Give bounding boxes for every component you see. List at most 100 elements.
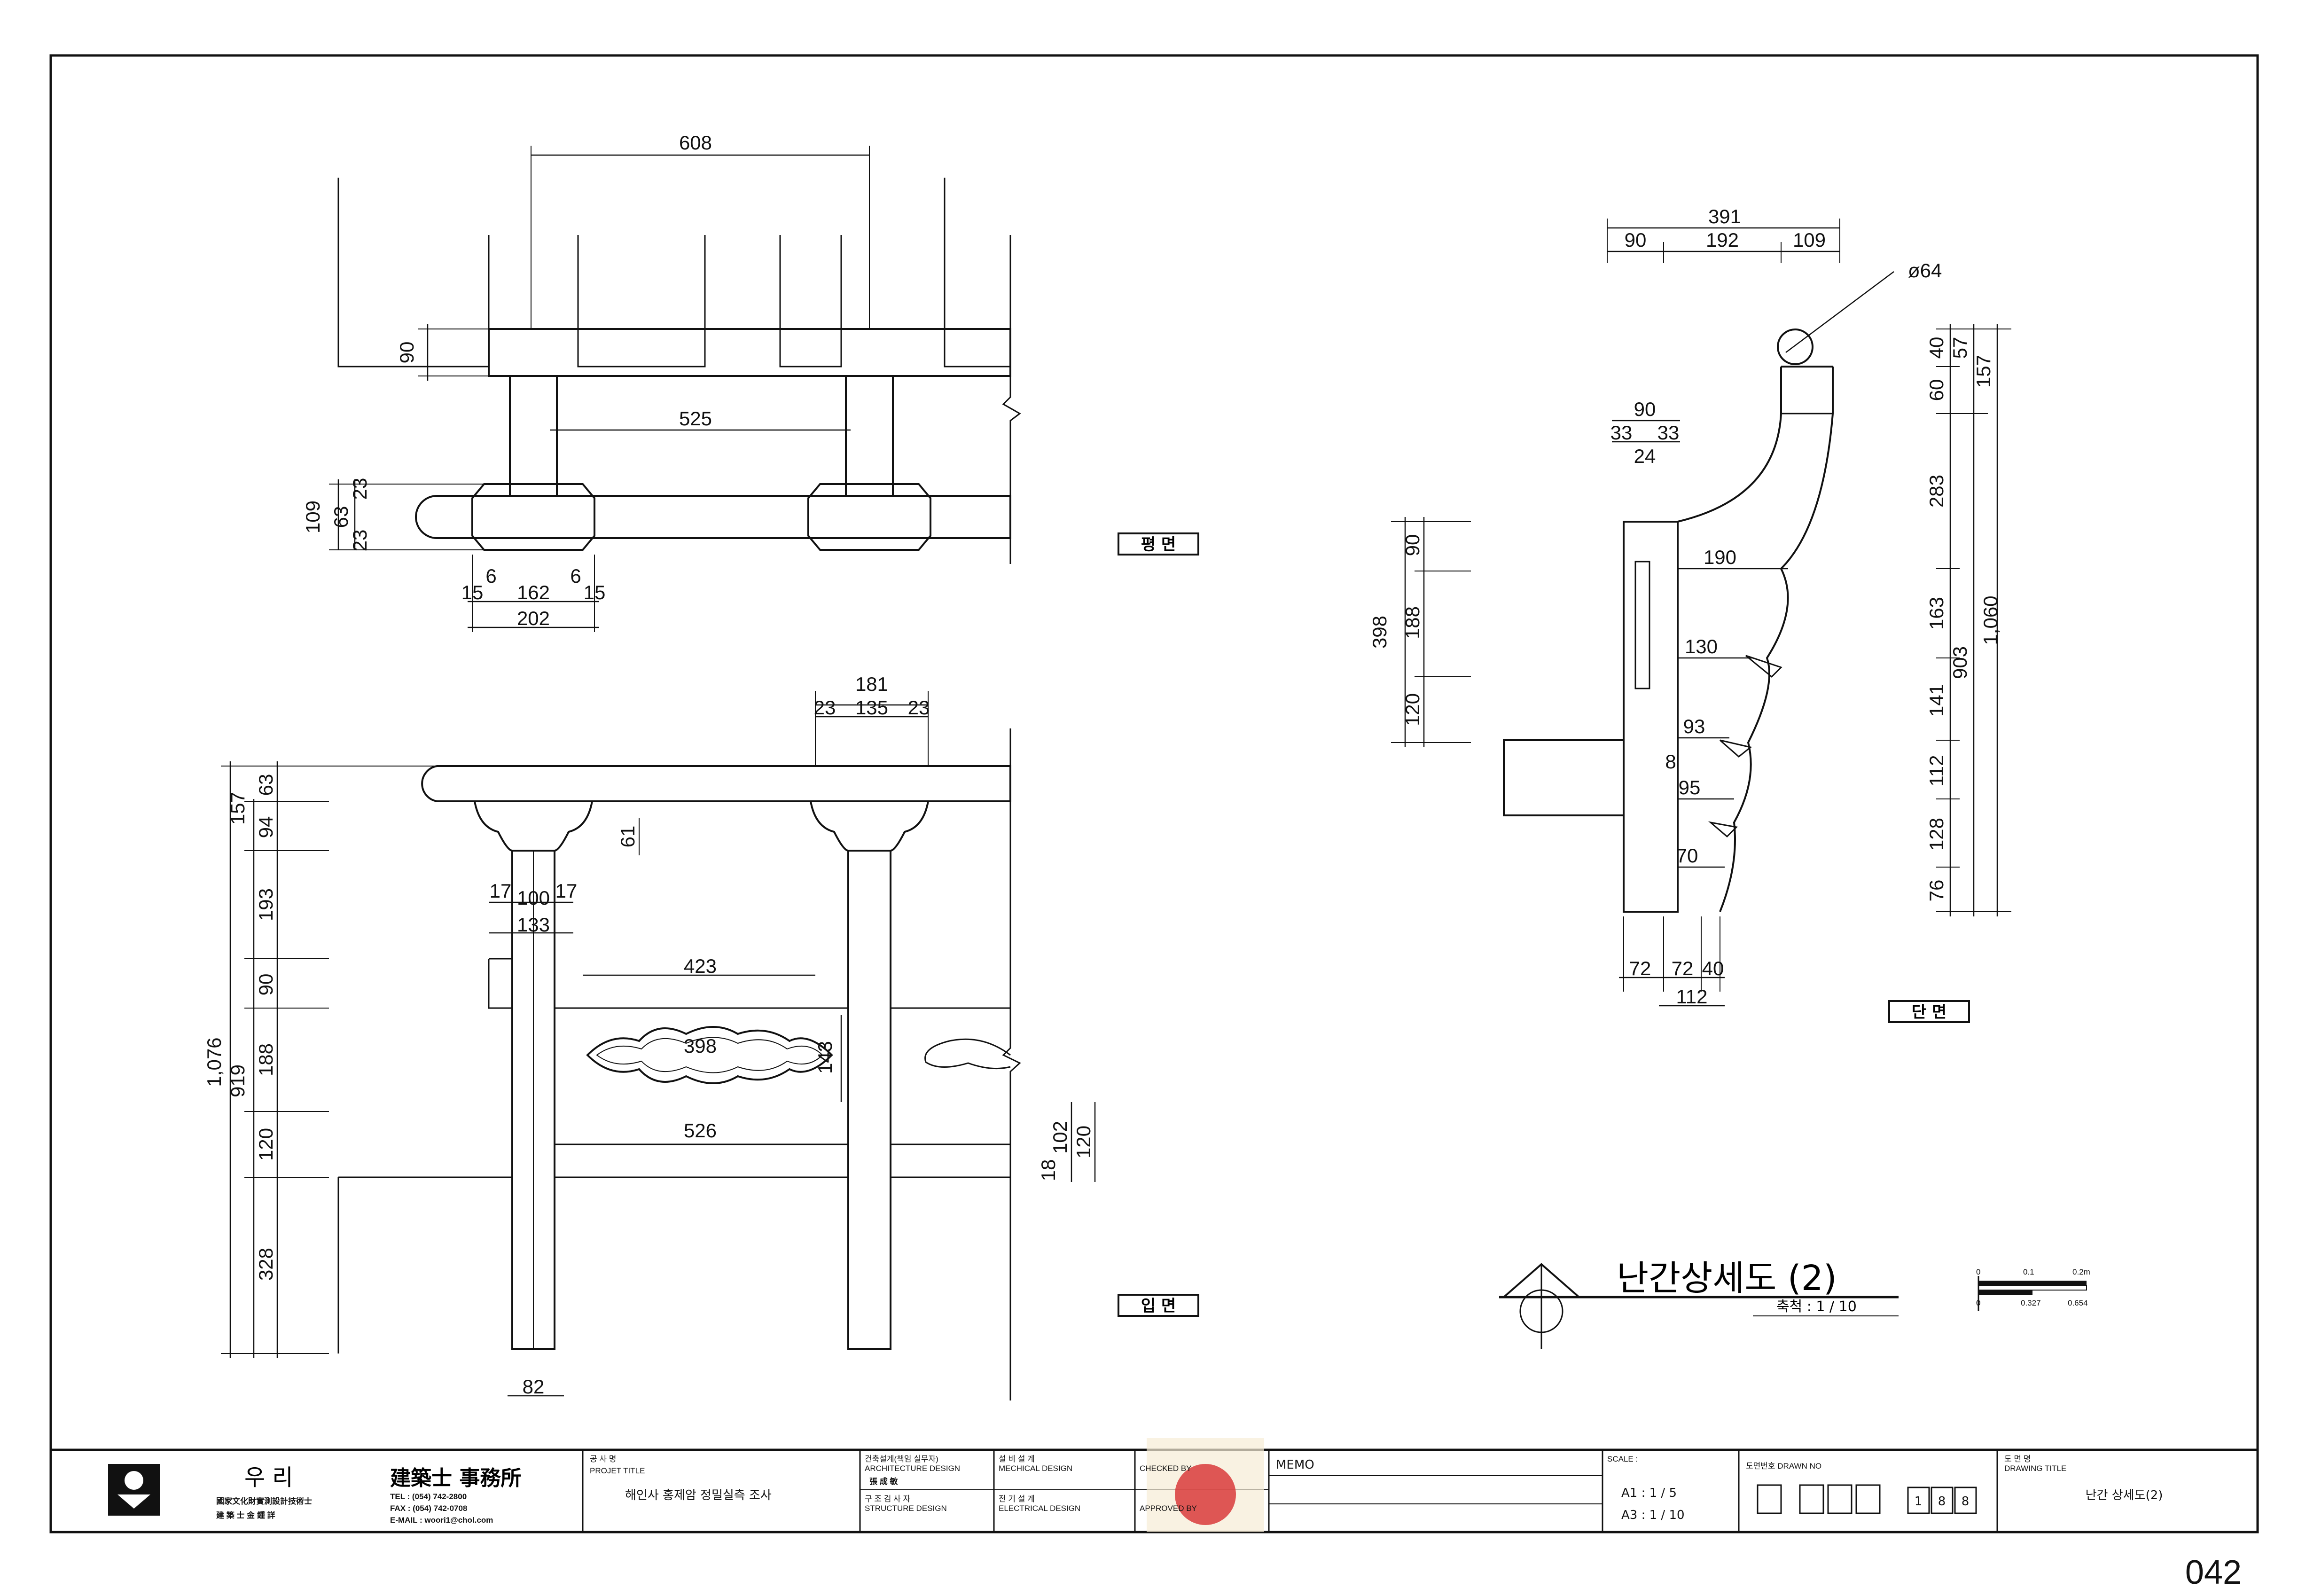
- firm-tel: TEL : (054) 742-2800: [390, 1492, 467, 1501]
- dim-23-a: 23: [814, 696, 836, 719]
- scale-bar-bottom-2: 0.654: [2068, 1299, 2088, 1307]
- dim-398: 398: [684, 1035, 717, 1057]
- arch-label-en: ARCHITECTURE DESIGN: [865, 1464, 960, 1473]
- dim-23-b: 23: [908, 696, 930, 719]
- dim-391: 391: [1708, 205, 1741, 227]
- dim-192: 192: [1706, 229, 1739, 251]
- dim-15-left: 15: [461, 581, 484, 603]
- scale-a3: A3 : 1 / 10: [1621, 1508, 1685, 1522]
- dim-135: 135: [855, 696, 888, 719]
- dim-40-right: 40: [1925, 337, 1947, 359]
- drawing-no-digit-1: 1: [1915, 1494, 1923, 1509]
- dim-33-a: 33: [1610, 422, 1633, 444]
- mech-label-kr: 설 비 설 계: [999, 1455, 1035, 1463]
- project-label-kr: 공 사 명: [590, 1455, 616, 1463]
- dim-17-a: 17: [490, 880, 512, 902]
- struct-label-en: STRUCTURE DESIGN: [865, 1504, 947, 1513]
- dim-8: 8: [1665, 751, 1676, 773]
- plan-view-label: 평 면: [1141, 535, 1176, 554]
- dim-23-top: 23: [349, 478, 371, 500]
- elevation-view-label: 입 면: [1141, 1297, 1176, 1315]
- firm-email: E-MAIL : woori1@chol.com: [390, 1516, 493, 1525]
- dim-157: 157: [227, 792, 249, 825]
- dim-328: 328: [255, 1248, 277, 1281]
- scale-bar-top-1: 0.1: [2023, 1267, 2034, 1276]
- dim-141: 141: [1925, 684, 1947, 717]
- dim-18: 18: [1037, 1159, 1059, 1181]
- dim-919: 919: [227, 1064, 249, 1097]
- dim-76: 76: [1925, 880, 1947, 902]
- mech-label-en: MECHICAL DESIGN: [999, 1464, 1072, 1473]
- scale-a1: A1 : 1 / 5: [1621, 1486, 1677, 1500]
- dim-60: 60: [1925, 379, 1947, 401]
- project-title: 해인사 홍제암 정밀실측 조사: [625, 1488, 772, 1502]
- firm-name: 우 리: [244, 1464, 293, 1491]
- dim-283: 283: [1925, 475, 1947, 508]
- drawing-title-label-en: DRAWING TITLE: [2004, 1464, 2066, 1473]
- arch-label-kr: 건축설계(책임 실무자): [865, 1455, 938, 1463]
- dim-162: 162: [517, 581, 550, 603]
- dim-93: 93: [1683, 715, 1705, 737]
- scale-bar-bottom-1: 0.327: [2021, 1299, 2041, 1307]
- dim-112-right: 112: [1925, 755, 1947, 787]
- dim-193: 193: [255, 888, 277, 921]
- dim-526: 526: [684, 1119, 717, 1142]
- dim-525: 525: [679, 407, 712, 430]
- drawing-no-digit-3: 8: [1962, 1494, 1970, 1509]
- dim-90-top: 90: [1625, 229, 1647, 251]
- dim-17-b: 17: [555, 880, 578, 902]
- dim-202: 202: [517, 607, 550, 629]
- scale-bar-bottom-0: 0: [1976, 1299, 1980, 1307]
- dim-608: 608: [679, 132, 712, 154]
- seal-stamp: [1175, 1464, 1236, 1525]
- dim-63: 63: [255, 774, 277, 796]
- dim-72-b: 72: [1672, 957, 1694, 979]
- dim-24: 24: [1634, 445, 1656, 467]
- dim-163: 163: [1925, 597, 1947, 630]
- dim-100: 100: [517, 887, 550, 909]
- elevation-view: [221, 691, 1096, 1400]
- firm-line-2: 建 築 士 金 鍾 詳: [216, 1510, 275, 1520]
- dim-120-vertical: 120: [1401, 693, 1423, 726]
- dim-95: 95: [1679, 776, 1701, 798]
- title-block: [51, 1438, 2258, 1532]
- dim-70: 70: [1676, 845, 1698, 867]
- drawing-title-label-kr: 도 면 명: [2004, 1455, 2031, 1463]
- memo-label: MEMO: [1276, 1458, 1314, 1472]
- scale-bar-top-0: 0: [1976, 1267, 1980, 1276]
- dim-94: 94: [255, 816, 277, 838]
- drawing-scale: 축척 : 1 / 10: [1776, 1299, 1857, 1315]
- drawing-title-value: 난간 상세도(2): [2086, 1488, 2163, 1502]
- firm-fax: FAX : (054) 742-0708: [390, 1504, 467, 1513]
- dim-157-section: 157: [1972, 355, 1994, 388]
- firm-line-1: 國家文化財實測設計技術士: [216, 1496, 312, 1506]
- dim-903: 903: [1949, 646, 1971, 679]
- dim-6-left: 6: [485, 565, 496, 587]
- plan-view: [329, 146, 1021, 632]
- dim-23-bottom: 23: [349, 530, 371, 552]
- dim-90-mid: 90: [1634, 398, 1656, 420]
- dim-130: 130: [1685, 635, 1718, 657]
- dim-120: 120: [255, 1128, 277, 1161]
- drawing-title-mark: [1499, 1263, 1899, 1349]
- dim-82: 82: [523, 1376, 545, 1398]
- dim-143: 143: [814, 1041, 836, 1074]
- dim-188: 188: [255, 1043, 277, 1076]
- dim-112-bottom: 112: [1676, 986, 1708, 1008]
- dim-15-right: 15: [584, 581, 606, 603]
- dim-188-vertical: 188: [1401, 606, 1423, 639]
- elec-label-en: ELECTRICAL DESIGN: [999, 1504, 1080, 1513]
- dim-6-right: 6: [570, 565, 581, 587]
- dim-72-a: 72: [1629, 957, 1651, 979]
- dim-128: 128: [1925, 818, 1947, 851]
- dim-102: 102: [1049, 1121, 1071, 1154]
- dim-120-right: 120: [1072, 1126, 1094, 1158]
- dim-109-section: 109: [1793, 229, 1826, 251]
- scale-bar: [1978, 1276, 2087, 1311]
- dim-90-vertical: 90: [1401, 534, 1423, 556]
- approved-by-label: APPROVED BY: [1140, 1504, 1197, 1513]
- arch-name: 張 成 敏: [869, 1477, 898, 1486]
- section-view: [1391, 219, 2011, 1007]
- drawing-no-digit-2: 8: [1938, 1494, 1946, 1509]
